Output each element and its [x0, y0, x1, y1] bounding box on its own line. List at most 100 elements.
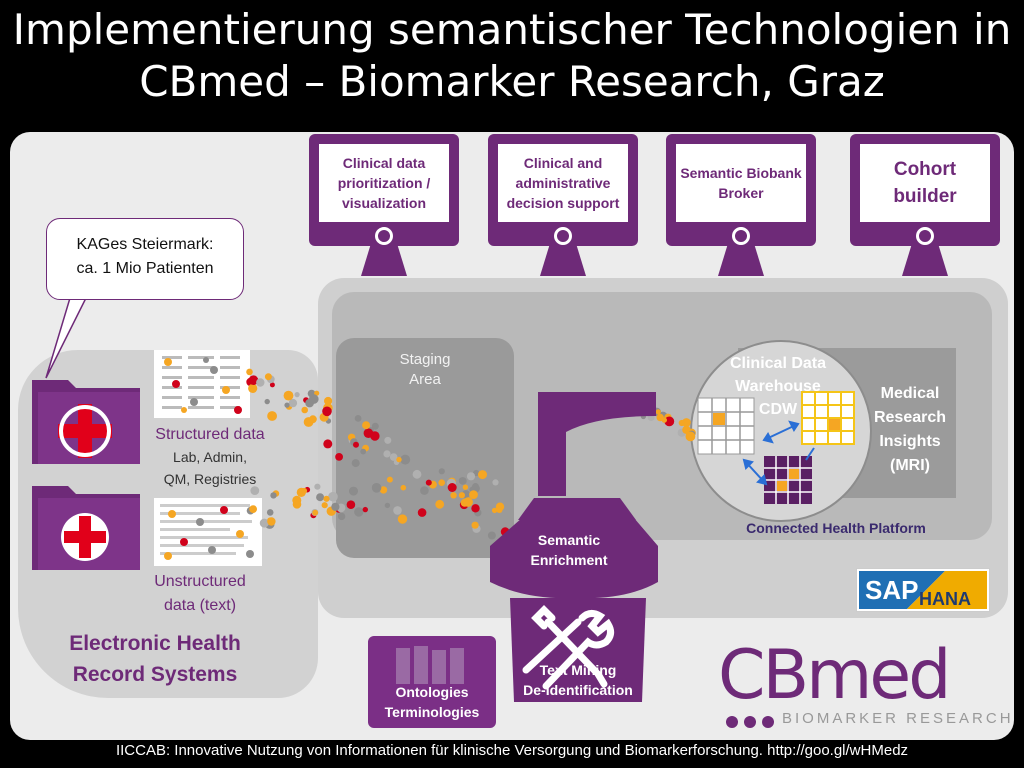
data-particle — [450, 492, 457, 499]
data-particle — [312, 509, 319, 516]
ontologies-label: Ontologies Terminologies — [384, 684, 480, 720]
data-particle — [270, 492, 277, 499]
data-particle — [349, 486, 358, 496]
data-particle — [248, 383, 258, 393]
data-particle — [460, 498, 469, 507]
data-particle — [362, 506, 368, 513]
data-particle — [331, 502, 340, 511]
cdw-grids — [697, 391, 855, 504]
unstructured-folder-icon — [32, 486, 140, 570]
data-particle — [323, 495, 330, 502]
data-particle — [438, 468, 445, 475]
hana-text: HANA — [919, 589, 971, 609]
data-particle — [283, 390, 294, 401]
staging-label: Staging Area — [399, 351, 451, 388]
data-particle — [314, 390, 320, 396]
data-particle — [371, 483, 382, 493]
data-particle — [459, 477, 467, 485]
sap-hana-logo: SAP HANA — [856, 568, 990, 612]
data-particle — [354, 507, 364, 517]
monitor-semantic-biobank-broker[interactable]: Semantic Biobank Broker — [666, 134, 816, 276]
data-particle — [296, 487, 306, 497]
data-particle — [379, 486, 388, 494]
data-particle — [383, 450, 391, 458]
data-particle — [396, 456, 402, 463]
data-particle — [678, 419, 685, 427]
data-particle — [316, 493, 325, 502]
bubble-tail — [45, 297, 88, 379]
books-icon — [396, 646, 464, 684]
data-particle — [384, 502, 391, 509]
data-particle — [266, 509, 274, 516]
data-particle — [354, 415, 362, 422]
monitor-decision-support[interactable]: Clinical and administrative decision sup… — [488, 134, 638, 276]
data-particle — [389, 453, 398, 461]
data-particle — [323, 439, 333, 449]
data-particle — [328, 491, 338, 502]
data-particle — [351, 459, 360, 468]
data-particle — [337, 512, 346, 521]
arrows-icon — [742, 420, 815, 486]
diagram-panel: Staging Area — [10, 132, 1014, 740]
data-particle — [471, 521, 479, 529]
data-particle — [447, 483, 457, 492]
data-particle — [420, 486, 429, 495]
structured-data-document-icon — [154, 350, 250, 418]
data-particle — [384, 436, 392, 444]
data-particle — [246, 368, 253, 376]
data-particle — [264, 373, 272, 381]
data-particle — [294, 392, 300, 398]
purple-grid-icon — [764, 456, 812, 504]
data-particle — [438, 479, 445, 486]
data-particle — [400, 484, 407, 491]
data-particle — [435, 499, 445, 509]
data-particle — [309, 415, 317, 424]
monitor-label: Semantic Biobank Broker — [676, 144, 806, 222]
data-particle — [664, 416, 675, 427]
title-line-1: Implementierung semantischer Technologie… — [12, 5, 1012, 54]
white-grid-icon — [697, 397, 755, 455]
monitor-label: Clinical and administrative decision sup… — [498, 144, 628, 222]
data-particle — [301, 406, 308, 414]
monitor-label: Cohort builder — [860, 144, 990, 222]
cbmed-logo: CBmed — [718, 640, 951, 710]
data-particle — [305, 398, 314, 408]
cbmed-logo-sub: BIOMARKER RESEARCH — [782, 710, 1014, 727]
data-particle — [425, 479, 432, 486]
data-particle — [267, 411, 277, 421]
data-particle — [370, 431, 380, 441]
mri-label: Medical Research Insights (MRI) — [873, 385, 947, 474]
power-button-icon — [916, 227, 934, 245]
unstructured-data-document-icon — [154, 498, 262, 566]
data-particle — [346, 500, 356, 509]
data-particle — [487, 531, 496, 540]
footer-caption: IICCAB: Innovative Nutzung von Informati… — [115, 742, 909, 759]
data-particle — [471, 504, 480, 513]
data-particle — [256, 378, 265, 387]
data-particle — [267, 517, 276, 526]
data-particle — [324, 396, 333, 406]
connected-health-platform-label: Connected Health Platform — [746, 520, 926, 536]
unstructured-data-label: Unstructured data (text) — [154, 573, 246, 614]
data-particle — [250, 486, 260, 495]
data-particle — [496, 506, 503, 513]
data-particle — [386, 476, 393, 483]
yellow-grid-icon — [801, 391, 855, 445]
data-particle — [360, 448, 367, 455]
structured-data-label: Structured data — [155, 426, 265, 443]
data-particle — [478, 470, 487, 480]
data-particle — [353, 441, 359, 448]
power-button-icon — [375, 227, 393, 245]
data-particle — [269, 382, 275, 388]
data-particle — [371, 422, 379, 430]
data-particle — [249, 505, 257, 513]
monitor-clinical-data-prioritization[interactable]: Clinical data prioritization / visualiza… — [309, 134, 459, 276]
data-particle — [393, 506, 402, 515]
data-particle — [466, 472, 476, 481]
data-particle — [458, 492, 465, 499]
structured-data-sub: Lab, Admin, QM, Registries — [163, 449, 257, 487]
power-button-icon — [732, 227, 750, 245]
data-particle — [335, 453, 343, 461]
data-particle — [462, 484, 469, 490]
monitor-cohort-builder[interactable]: Cohort builder — [850, 134, 1000, 276]
